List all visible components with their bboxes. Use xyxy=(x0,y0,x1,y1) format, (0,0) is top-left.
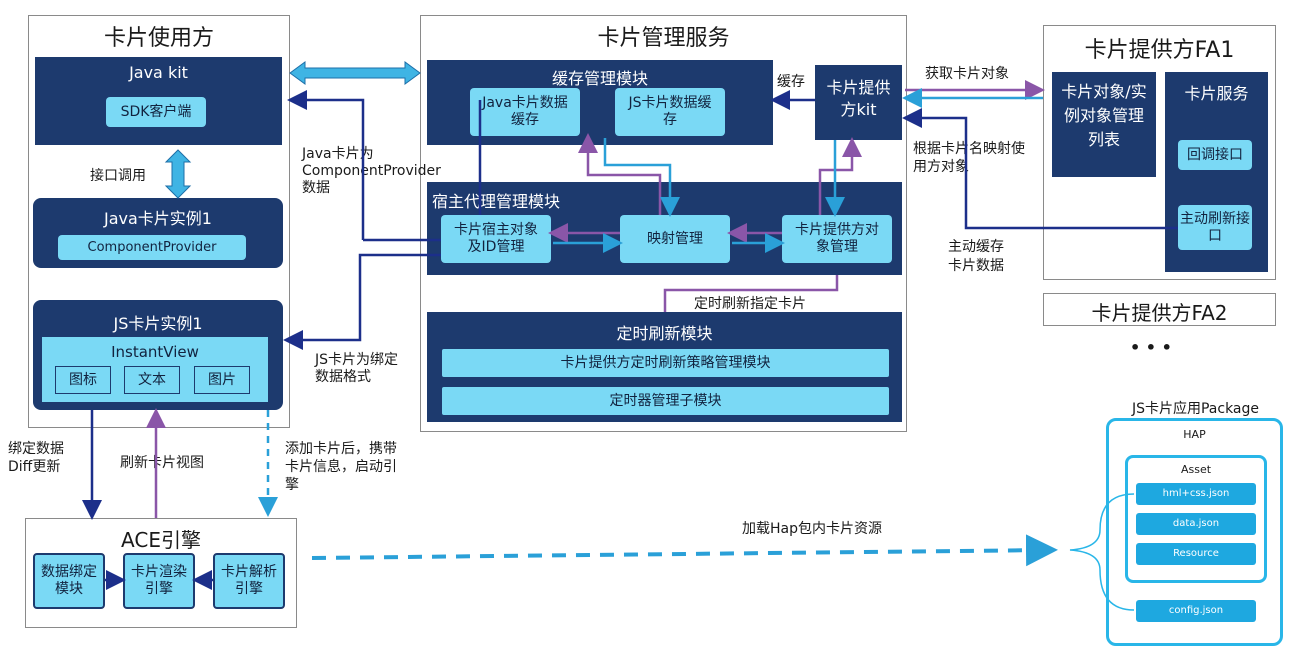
hml-css-json[interactable]: hml+css.json xyxy=(1136,483,1256,505)
timer-submodule[interactable]: 定时器管理子模块 xyxy=(442,387,889,415)
timer-to-provider-obj xyxy=(663,275,839,312)
provider-object-manager[interactable]: 卡片提供方对象管理 xyxy=(782,215,892,263)
callback-interface[interactable]: 回调接口 xyxy=(1178,140,1252,170)
host-object-manager[interactable]: 卡片宿主对象及ID管理 xyxy=(441,215,551,263)
timed-refresh-label: 定时刷新指定卡片 xyxy=(694,296,806,312)
provider2-panel xyxy=(1043,293,1276,326)
js-cache[interactable]: JS卡片数据缓存 xyxy=(615,88,725,136)
data-bind-module[interactable]: 数据绑定模块 xyxy=(33,553,105,609)
image-item[interactable]: 图片 xyxy=(194,366,250,394)
interface-call-double-arrow xyxy=(164,149,192,199)
icon-item[interactable]: 图标 xyxy=(55,366,111,394)
mapping-to-cache-purple xyxy=(578,133,662,215)
refresh-strategy-module[interactable]: 卡片提供方定时刷新策略管理模块 xyxy=(442,349,889,377)
refresh-view-label: 刷新卡片视图 xyxy=(120,455,204,471)
get-object-label: 获取卡片对象 xyxy=(925,66,1009,82)
parse-engine[interactable]: 卡片解析引擎 xyxy=(213,553,285,609)
resource[interactable]: Resource xyxy=(1136,543,1256,565)
provider-kit xyxy=(815,65,902,140)
asset-box xyxy=(1125,455,1267,583)
package-hap-box xyxy=(1106,418,1283,646)
instant-view-label: InstantView xyxy=(111,343,199,361)
data-json[interactable]: data.json xyxy=(1136,513,1256,535)
cache-module-title: 缓存管理模块 xyxy=(551,69,648,88)
component-provider[interactable]: ComponentProvider xyxy=(58,235,246,260)
config-json[interactable]: config.json xyxy=(1136,600,1256,622)
asset-label: Asset xyxy=(1180,463,1212,476)
proxy-module-title: 宿主代理管理模块 xyxy=(432,192,561,211)
cache-label: 缓存 xyxy=(777,74,805,90)
load-hap-label: 加载Hap包内卡片资源 xyxy=(742,521,882,537)
java-kit-label: Java kit xyxy=(129,63,188,82)
hap-label: HAP xyxy=(1183,428,1206,441)
text-item[interactable]: 文本 xyxy=(124,366,180,394)
js-bind-label: JS卡片为绑定数据格式 xyxy=(315,352,399,385)
sdk-client[interactable]: SDK客户端 xyxy=(106,97,206,127)
java-data-connector xyxy=(292,100,482,240)
timer-module-title: 定时刷新模块 xyxy=(616,324,713,343)
js-instance-title: JS卡片实例1 xyxy=(113,314,203,333)
provider1-title: 卡片提供方FA1 xyxy=(1084,38,1235,63)
active-cache-label: 主动缓存卡片数据 xyxy=(948,239,1004,274)
java-instance-title: Java卡片实例1 xyxy=(104,209,212,228)
active-refresh-to-kit xyxy=(902,108,1178,230)
consumer-title: 卡片使用方 xyxy=(103,26,214,51)
more-providers: • • • xyxy=(1130,338,1172,357)
render-engine[interactable]: 卡片渲染引擎 xyxy=(123,553,195,609)
bind-diff-label: 绑定数据Diff更新 xyxy=(8,441,64,475)
cache-to-mapping-blue xyxy=(603,138,680,217)
provider1-service-title: 卡片服务 xyxy=(1184,84,1249,103)
consumer-manager-double-arrow xyxy=(289,61,421,85)
provider2-title: 卡片提供方FA2 xyxy=(1091,301,1228,325)
active-refresh-interface[interactable]: 主动刷新接口 xyxy=(1178,205,1252,250)
js-data-connector xyxy=(283,253,441,350)
manager-title: 卡片管理服务 xyxy=(597,26,730,51)
java-cache[interactable]: Java卡片数据缓存 xyxy=(470,88,580,136)
load-hap-dashed-arrow xyxy=(311,534,1058,567)
ace-title: ACE引擎 xyxy=(121,528,201,552)
interface-call-label: 接口调用 xyxy=(90,168,146,184)
java-component-label: Java卡片为ComponentProvider数据 xyxy=(302,146,441,196)
provider1-list xyxy=(1052,72,1156,177)
mapping-manager[interactable]: 映射管理 xyxy=(620,215,730,263)
add-card-label: 添加卡片后，携带卡片信息，启动引擎 xyxy=(285,441,397,493)
package-bracket xyxy=(1069,493,1135,611)
provider1-list-label: 卡片对象/实例对象管理列表 xyxy=(1061,82,1147,149)
map-object-label: 根据卡片名映射使用方对象 xyxy=(913,141,1025,175)
package-title: JS卡片应用Package xyxy=(1131,401,1260,417)
provider-kit-label: 卡片提供方kit xyxy=(826,78,891,119)
